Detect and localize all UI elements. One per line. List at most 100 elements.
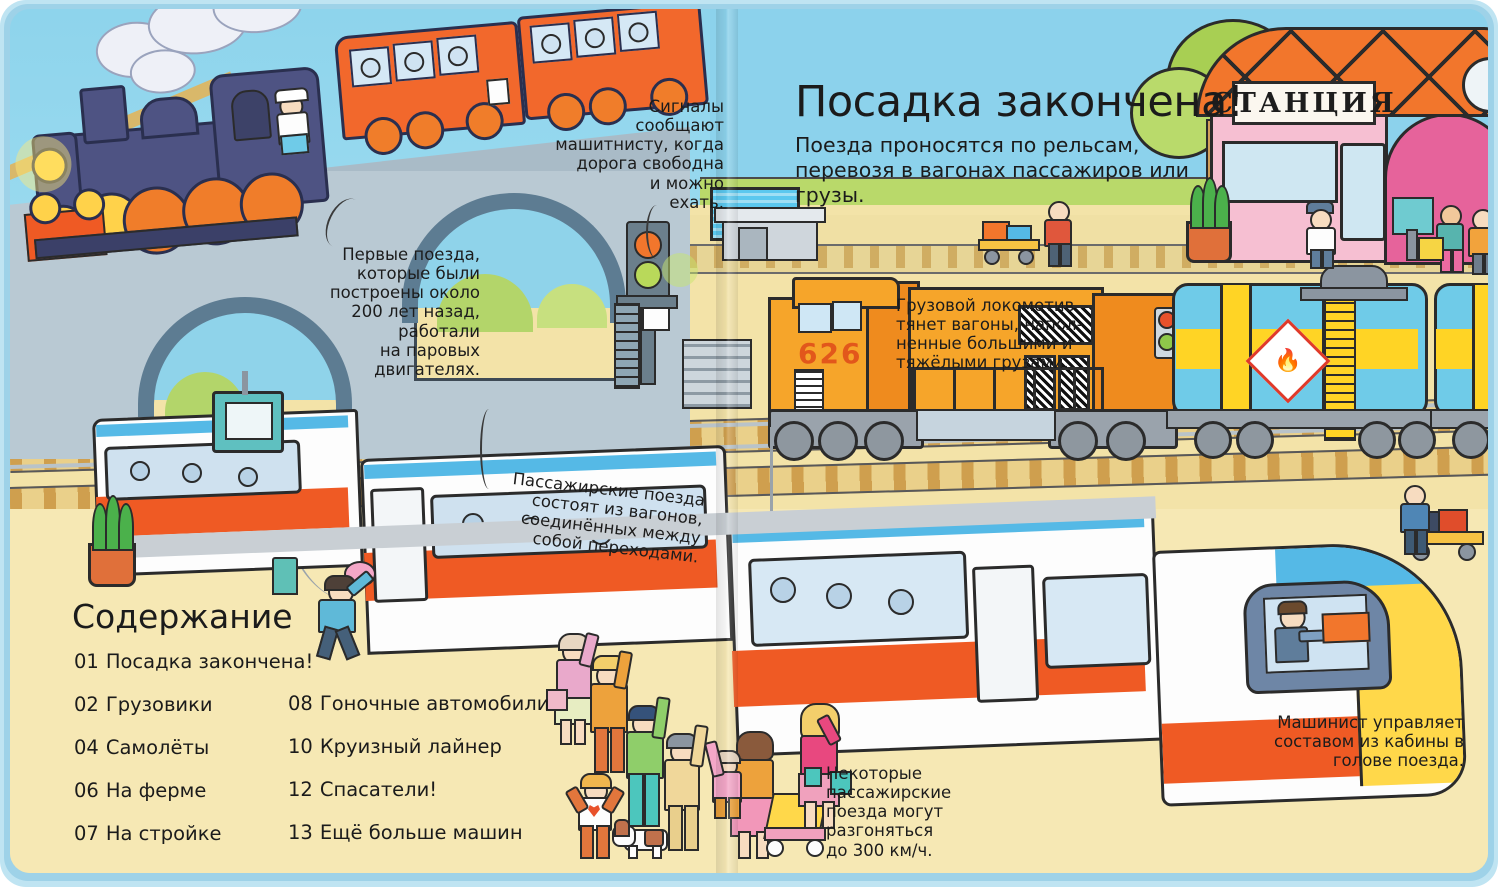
driver-cap: [273, 86, 309, 104]
toc-title: Спасатели!: [319, 778, 438, 801]
toc-number: 07: [74, 822, 99, 845]
list-item[interactable]: 13 Ещё больше машин: [288, 821, 549, 844]
freight-locomotive: 626: [748, 259, 1180, 461]
toc-number: 01: [74, 650, 99, 673]
station-sign-label: СТАНЦИЯ: [1211, 87, 1397, 119]
porter: [1398, 485, 1430, 555]
fuel-tank: [916, 409, 1056, 441]
station-door: [1340, 143, 1386, 241]
station-sign: СТАНЦИЯ: [1211, 81, 1394, 125]
toc-number: 10: [288, 735, 313, 758]
high-speed-train: [70, 401, 1488, 861]
book-spine: [716, 9, 738, 873]
ticket-machine-post: [1406, 229, 1418, 261]
page-surface: 626: [10, 9, 1488, 873]
toc-title: На ферме: [105, 779, 207, 802]
passenger-silhouette: [770, 577, 796, 603]
list-item[interactable]: 04 Самолёты: [74, 736, 313, 759]
cab-window: [832, 301, 862, 331]
annotation-driver: Машинист управляет составом из кабины в …: [1274, 713, 1464, 771]
toc-title: Ещё больше машин: [319, 821, 523, 844]
car-door: [972, 564, 1040, 703]
passenger-silhouette: [826, 583, 852, 609]
callout-line-signals: [646, 205, 668, 259]
suitcase-icon: [1418, 237, 1444, 261]
toc-number: 04: [74, 736, 99, 759]
crowd-person: [658, 724, 709, 851]
hair: [736, 731, 774, 761]
list-item[interactable]: 08 Гоночные автомобили: [288, 692, 549, 715]
wagon-wheel: [1236, 421, 1274, 459]
stroller-icon: [762, 793, 834, 857]
locomotive-number: 626: [798, 337, 863, 370]
coach-door-number: [486, 77, 511, 106]
bogie-wheel: [1058, 421, 1098, 461]
ticket-office-window: [1222, 141, 1338, 203]
handbag-icon: [546, 689, 568, 711]
loco-dome: [138, 94, 200, 140]
platform-stairs: [682, 339, 752, 409]
cab-console: [1321, 611, 1371, 644]
contents-heading: Содержание: [72, 597, 293, 636]
passenger-silhouette: [130, 461, 150, 481]
plant-leaf: [1214, 185, 1230, 229]
crowd-person: [546, 631, 600, 745]
passenger-waiting: [1466, 209, 1488, 275]
trolley-wheel: [1018, 249, 1034, 265]
display-screen: [225, 402, 273, 440]
passenger-silhouette: [238, 467, 258, 487]
signal-plate: [642, 307, 670, 331]
cab-window: [798, 303, 832, 333]
page-subtitle: Поезда проносятся по рельсам, перевозя в…: [795, 133, 1189, 207]
annotation-signals: Сигналы сообщают машитнисту, когда дорог…: [555, 97, 724, 212]
callout-line-passenger: [480, 409, 498, 489]
toc-number: 13: [288, 821, 313, 844]
page-title-block: Посадка закончена! Поезда проносятся по …: [795, 77, 1244, 208]
crowd-person: [586, 650, 634, 773]
dog-ear: [614, 819, 630, 837]
bogie-wheel: [1106, 421, 1146, 461]
engine-driver: [272, 86, 317, 156]
hair: [1277, 600, 1308, 616]
signal-lamp-green: [634, 261, 662, 289]
wagon-wheel: [1398, 421, 1436, 459]
platform-display: [212, 391, 284, 453]
waving-crowd: [530, 627, 852, 859]
passenger-silhouette: [888, 589, 914, 615]
toc-title: Гоночные автомобили: [319, 692, 550, 715]
tank-walkway: [1300, 287, 1408, 301]
toc-title: Самолёты: [105, 736, 210, 759]
dog-icon: [612, 819, 670, 859]
annotation-speed: Некоторые пассажирские поезда могут разг…: [826, 764, 952, 860]
annotation-first-trains: Первые поезда, которые были построены ок…: [329, 245, 480, 379]
plant-leaf: [118, 503, 134, 551]
crowd-toddler: [703, 739, 746, 819]
passenger-silhouette: [182, 463, 202, 483]
platform-hut-door: [738, 227, 768, 261]
radiator-grille: [1018, 305, 1094, 345]
toc-title: Круизный лайнер: [319, 735, 502, 758]
trolley-wheel: [1458, 543, 1476, 561]
list-item[interactable]: 10 Круизный лайнер: [288, 735, 549, 758]
annotation-freight: Грузовой локомотив тянет вагоны, напол- …: [896, 296, 1083, 373]
platform-hut-roof: [714, 207, 826, 223]
list-item[interactable]: 06 На ферме: [74, 779, 313, 802]
speed-callout-marker: [804, 767, 822, 787]
loco-chimney: [79, 84, 130, 145]
crowd-person: [618, 696, 671, 831]
running-child: [302, 561, 382, 661]
signal-lamp-glow: [662, 253, 698, 287]
luggage-trolley: [978, 221, 1048, 269]
toc-number: 06: [74, 779, 99, 802]
wagon-wheel: [1194, 421, 1232, 459]
toc-number: 08: [288, 692, 313, 715]
